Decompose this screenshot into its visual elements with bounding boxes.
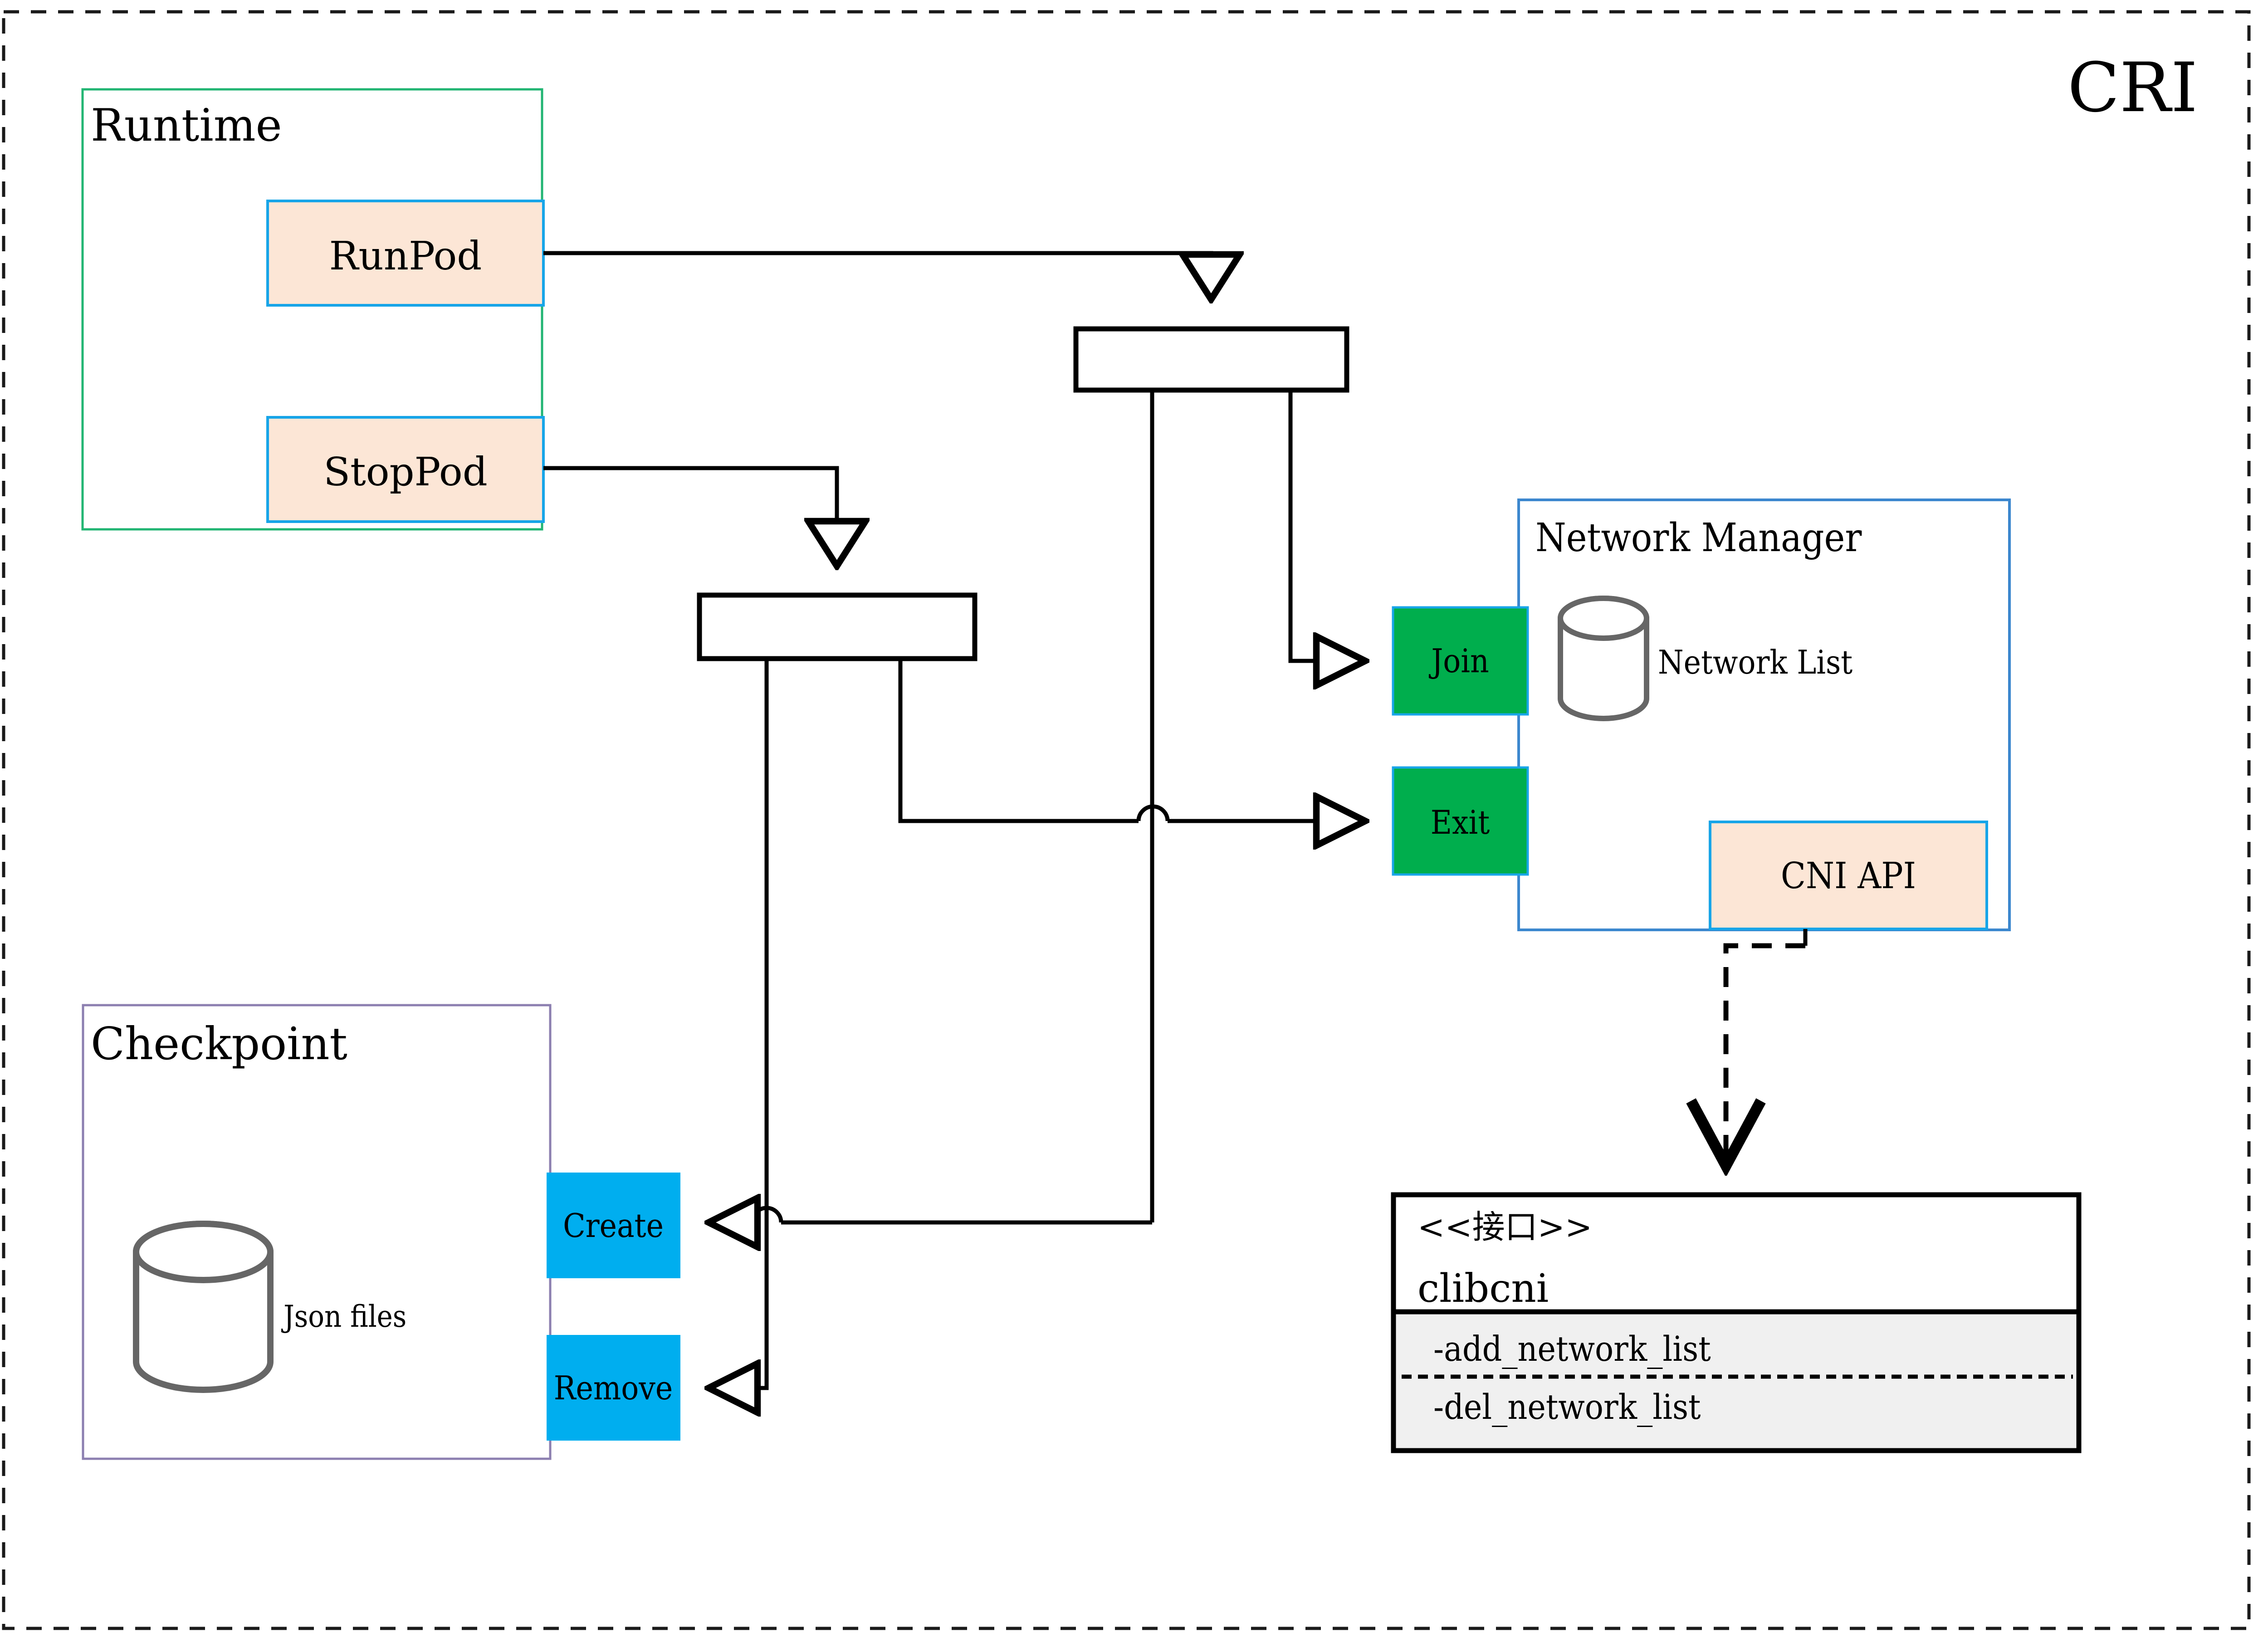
runtime-label: Runtime [91,100,282,152]
cni-api-label: CNI API [1781,855,1916,897]
network-list-label: Network List [1658,643,1853,681]
json-files-cylinder-icon [133,1221,274,1393]
stoppod-label: StopPod [323,450,488,495]
cni-api-box[interactable] [1709,821,1988,930]
network-list-cylinder-icon [1558,596,1649,721]
runpod-label: RunPod [329,234,482,279]
network-manager-label: Network Manager [1535,515,1862,561]
runpod-fork-junction [1073,326,1349,393]
line-hop-exit [1136,804,1170,821]
remove-box[interactable] [547,1335,680,1441]
stoppod-fork-junction [697,592,978,661]
checkpoint-label: Checkpoint [91,1018,347,1070]
join-box[interactable] [1392,606,1529,716]
exit-label: Exit [1431,803,1490,841]
json-files-label: Json files [281,1299,406,1334]
edge-cniapi-to-clibcni-dashed [1726,943,1805,1166]
edge-fork-bottom-left-leg [709,659,769,1388]
page-title: CRI [2068,49,2198,127]
edge-runpod-to-fork [543,251,1211,299]
join-label: Join [1428,642,1489,680]
create-box[interactable] [547,1173,680,1278]
clibcni-method-add: -add_network_list [1433,1329,1711,1369]
canvas-border [2,10,2251,1630]
edge-fork-top-right-to-join [1288,390,1365,661]
create-label: Create [563,1207,664,1245]
clibcni-methods-band [1396,1312,2076,1448]
edge-fork-bottom-right-to-exit [898,659,1139,823]
remove-label: Remove [554,1369,673,1407]
clibcni-method-del: -del_network_list [1433,1387,1701,1427]
clibcni-name: clibcni [1418,1266,1549,1311]
edge-stoppod-to-fork [543,466,837,566]
exit-box[interactable] [1392,766,1529,876]
runpod-box[interactable] [266,200,545,307]
clibcni-stereotype: <<接口>> [1418,1208,1592,1246]
